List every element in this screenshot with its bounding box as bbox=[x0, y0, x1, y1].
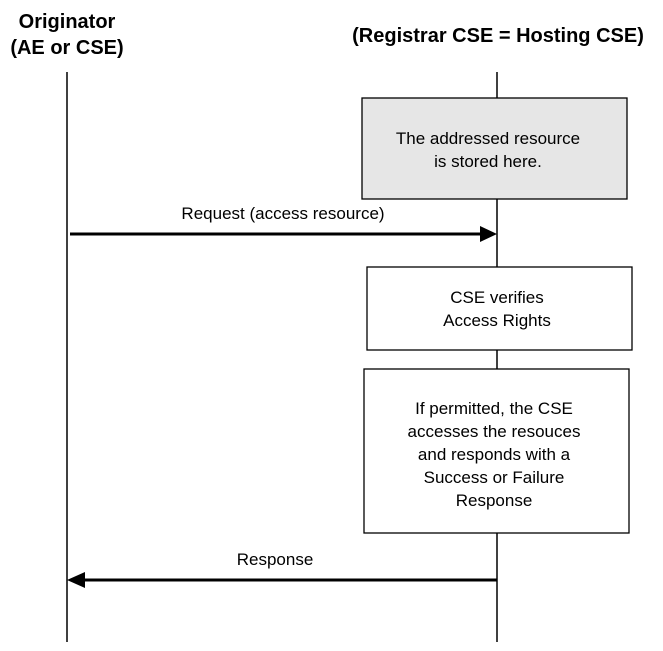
verify-access-line-1: CSE verifies bbox=[450, 288, 544, 307]
resource-stored-line-1: The addressed resource bbox=[396, 129, 580, 148]
permitted-access-box: If permitted, the CSE accesses the resou… bbox=[363, 368, 630, 534]
permitted-access-box-rect bbox=[363, 368, 630, 534]
resource-stored-box-rect bbox=[361, 97, 628, 200]
permitted-access-line-4: Success or Failure bbox=[424, 468, 565, 487]
permitted-access-line-2: accesses the resouces bbox=[408, 422, 581, 441]
permitted-access-line-3: and responds with a bbox=[418, 445, 571, 464]
verify-access-line-2: Access Rights bbox=[443, 311, 551, 330]
response-message: Response bbox=[67, 550, 497, 588]
originator-subtitle: (AE or CSE) bbox=[10, 37, 123, 59]
request-label: Request (access resource) bbox=[181, 204, 384, 223]
permitted-access-line-1: If permitted, the CSE bbox=[415, 399, 573, 418]
resource-stored-line-2: is stored here. bbox=[434, 152, 542, 171]
response-label: Response bbox=[237, 550, 314, 569]
request-message: Request (access resource) bbox=[70, 204, 497, 242]
verify-access-box-rect bbox=[366, 266, 633, 351]
resource-stored-box: The addressed resource is stored here. bbox=[361, 97, 628, 200]
originator-title: Originator bbox=[19, 11, 116, 33]
verify-access-box: CSE verifies Access Rights bbox=[366, 266, 633, 351]
request-arrow-head bbox=[480, 226, 497, 242]
response-arrow-head bbox=[67, 572, 85, 588]
hosting-cse-title: (Registrar CSE = Hosting CSE) bbox=[352, 25, 644, 47]
permitted-access-line-5: Response bbox=[456, 491, 533, 510]
